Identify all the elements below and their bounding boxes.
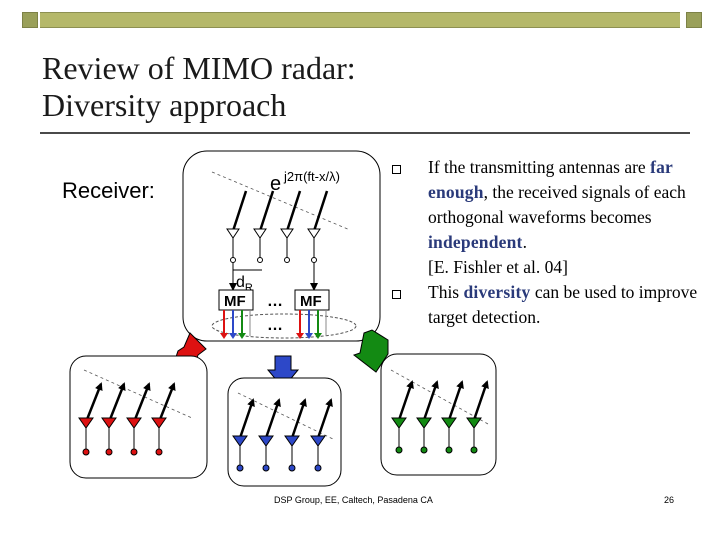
slide-title: Review of MIMO radar: Diversity approach — [42, 50, 356, 123]
red-transmitter — [69, 355, 208, 479]
title-divider — [40, 132, 690, 134]
bullet-item-1: If the transmitting antennas are far eno… — [428, 155, 698, 255]
green-transmitter — [380, 353, 497, 476]
bullet-text: , the received signals of each orthogona… — [428, 182, 686, 227]
mf-label-right: MF — [300, 293, 322, 310]
page-number: 26 — [664, 495, 675, 505]
blue-transmitter — [227, 377, 342, 487]
mf-box-left — [218, 289, 254, 311]
mf-output-arrows — [220, 310, 327, 339]
top-left-corner-square — [22, 12, 38, 28]
bullet-text: If the transmitting antennas are — [428, 157, 651, 177]
highlight-diversity: diversity — [463, 282, 531, 302]
bullet-text: This — [428, 282, 464, 302]
mf-output-ellipse — [211, 313, 357, 339]
bullet-reference: [E. Fishler et al. 04] — [428, 257, 568, 277]
d-spacing-label: dR — [236, 274, 253, 294]
mf-box-right — [294, 289, 330, 311]
bullet-text: . — [522, 232, 527, 252]
highlight-independent: independent — [428, 232, 523, 252]
output-ellipsis: … — [267, 317, 283, 334]
bullet-list: If the transmitting antennas are far eno… — [428, 155, 698, 330]
bullet-marker-2 — [392, 290, 401, 299]
receiver-label: Receiver: — [62, 178, 155, 203]
footer-text: DSP Group, EE, Caltech, Pasadena CA — [274, 495, 433, 505]
green-transmit-arrow — [352, 329, 389, 373]
bullet-item-2: This diversity can be used to improve ta… — [428, 280, 698, 330]
header-bar — [40, 12, 680, 28]
highlight-far-enough: far enough — [428, 157, 673, 202]
receiver-wavefront — [211, 171, 351, 231]
mf-label-left: MF — [224, 293, 246, 310]
receiver-antenna-array — [226, 190, 329, 291]
top-right-corner-square — [686, 12, 702, 28]
bullet-text: can be used to improve target detection. — [428, 282, 698, 327]
exponent-base: e — [270, 173, 281, 195]
receiver-box — [182, 150, 381, 342]
bullet-marker-1 — [392, 165, 401, 174]
mf-ellipsis: … — [267, 293, 283, 310]
exponent-text: j2π(ft-x/λ) — [283, 169, 340, 184]
